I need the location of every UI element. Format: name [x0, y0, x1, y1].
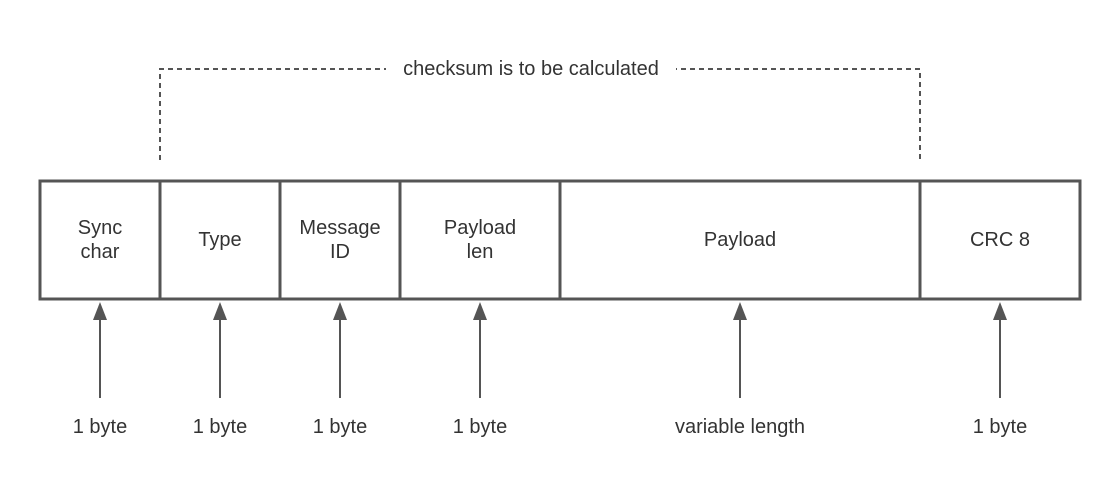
field-name-line1: Payload [443, 217, 517, 239]
size-label-crc8: 1 byte [972, 416, 1028, 438]
field-name-line1: Message [299, 217, 381, 239]
size-label-sync-char: 1 byte [72, 416, 128, 438]
size-arrow-message-id [333, 302, 347, 398]
size-arrow-sync-char [93, 302, 107, 398]
field-name-line2: ID [330, 241, 350, 263]
checksum-caption: checksum is to be calculated [386, 56, 676, 82]
size-arrow-payload [733, 302, 747, 398]
size-label-payload-len: 1 byte [452, 416, 508, 438]
size-arrow-payload-len [473, 302, 487, 398]
field-cell-sync-char: Sync char [40, 181, 160, 299]
field-cell-payload-len: Payload len [400, 181, 560, 299]
field-cell-type: Type [160, 181, 280, 299]
field-cell-message-id: Message ID [280, 181, 400, 299]
field-name-line2: len [466, 241, 494, 263]
field-cell-payload: Payload [560, 181, 920, 299]
field-name-line2: char [80, 241, 120, 263]
size-arrow-crc8 [993, 302, 1007, 398]
field-name-line1: Sync [77, 217, 123, 239]
size-label-message-id: 1 byte [312, 416, 368, 438]
field-cell-crc8: CRC 8 [920, 181, 1080, 299]
size-label-type: 1 byte [192, 416, 248, 438]
size-label-payload: variable length [674, 416, 806, 438]
field-name-line1: CRC 8 [969, 229, 1030, 251]
field-name-line1: Payload [703, 229, 777, 251]
checksum-bracket [159, 68, 921, 160]
size-arrow-type [213, 302, 227, 398]
field-name-line1: Type [198, 229, 242, 251]
